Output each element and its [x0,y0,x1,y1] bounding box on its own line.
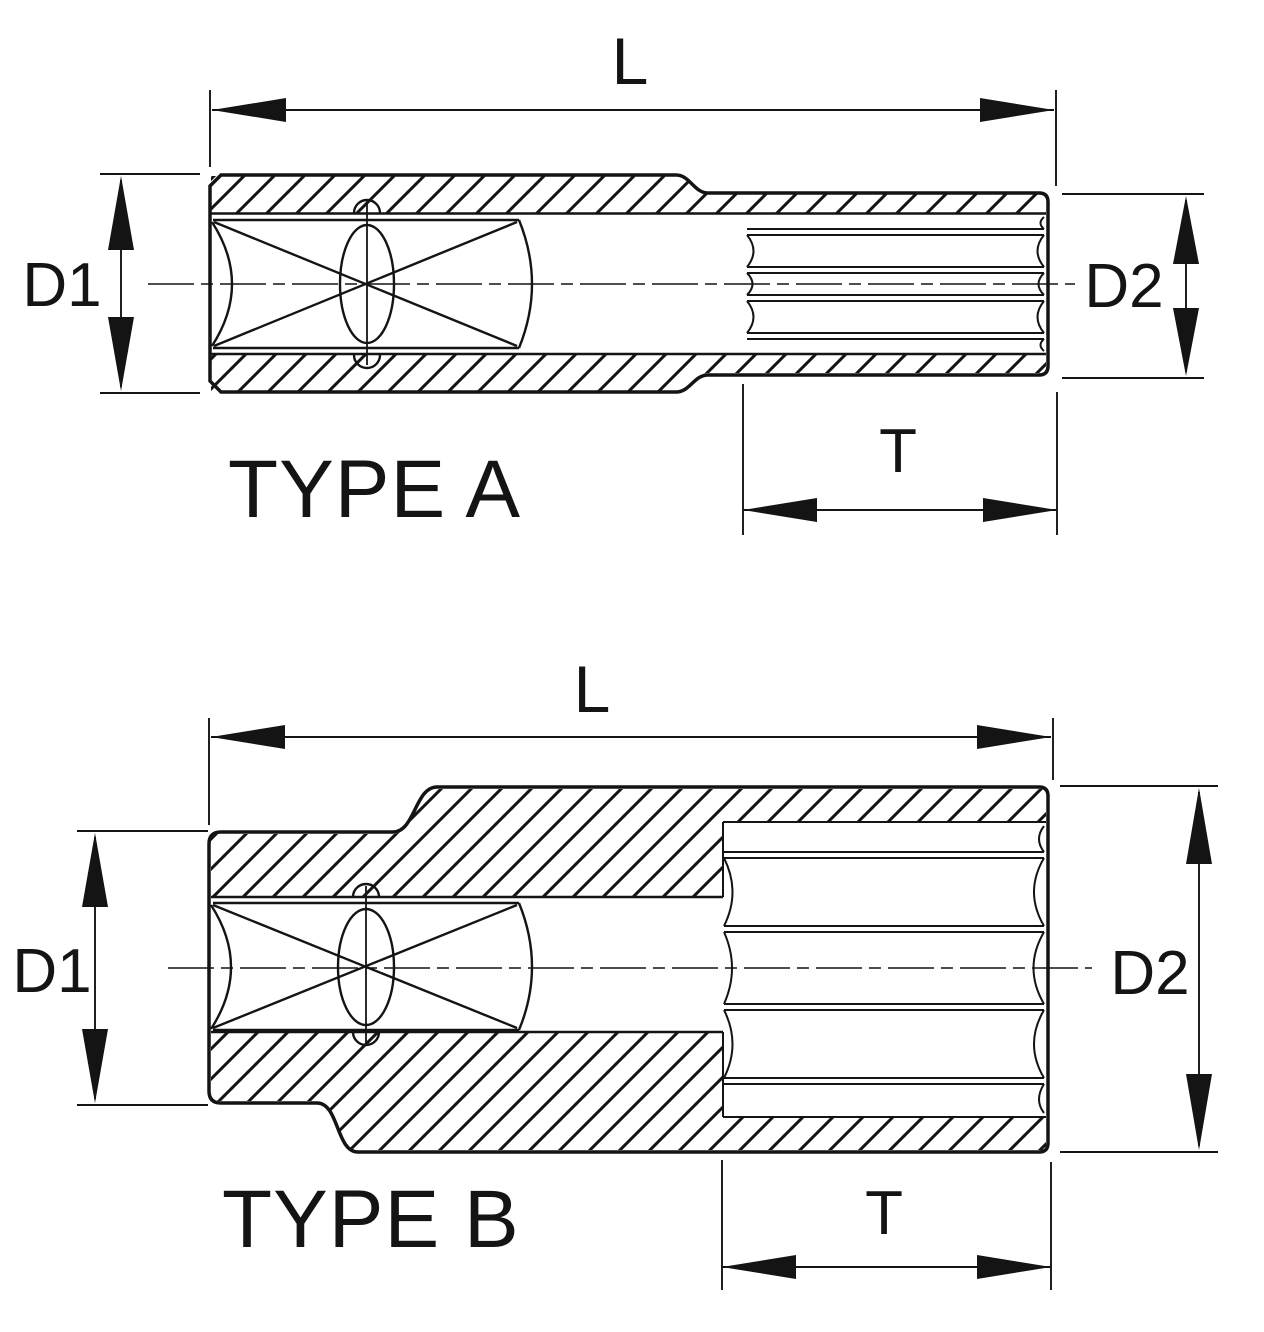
type-a-drive-cavity [210,198,534,370]
type-a-hatch-bottom-wall [211,353,1046,391]
type-a-dim-d1: D1 [22,173,200,394]
cavity-end-arc [517,902,534,1031]
type-b-dim-t: T [721,1160,1052,1290]
arrowhead-up [82,833,108,907]
detent-notch-top [352,198,382,214]
arrowhead-down [108,317,134,391]
arrowhead-down [82,1029,108,1103]
t-label: T [879,417,917,486]
type-a-bore [211,212,1046,356]
arrowhead-right [980,98,1054,122]
type-b-drawing: L D1 D2 T TYPE [12,652,1218,1290]
type-a-drawing: L D1 D2 T TYPE [22,24,1204,535]
cavity-mouth-arc [209,904,233,1030]
length-label: L [574,652,611,726]
arrowhead-up [108,176,134,250]
type-a-flutes [746,216,1045,352]
type-a-hatch-top-wall [211,176,1046,214]
type-a-dim-t: T [742,384,1058,535]
cavity-end-arc [517,219,534,349]
arrowhead-right [983,498,1057,522]
type-b-outline [207,785,1050,1154]
d2-label: D2 [1110,939,1189,1008]
arrowhead-up [1173,196,1199,264]
d1-label: D1 [12,937,91,1006]
arrowhead-left [743,498,817,522]
d1-label: D1 [22,251,101,320]
flute-left-scallops [723,857,734,1079]
cavity-diagonal-2 [213,220,518,348]
arrowhead-left [212,98,286,122]
arrowhead-left [722,1255,796,1279]
arrowhead-up [1186,788,1212,864]
arrowhead-left [211,725,285,749]
detent-notch-top [351,882,381,898]
detent-notch-bottom [352,354,382,370]
type-a-outline [208,173,1050,394]
type-b-dim-length: L [208,652,1054,825]
type-b-flutes [723,821,1046,1118]
arrowhead-down [1186,1074,1212,1150]
arrowhead-down [1173,308,1199,376]
type-b-hatch-top-wall [211,789,1046,897]
type-b-bore [211,822,724,1117]
flute-right-scallops [1036,216,1045,352]
detent-notch-bottom [351,1031,381,1047]
type-b-caption: TYPE B [222,1174,520,1265]
cavity-diagonal-2 [212,903,518,1030]
type-a-dim-d2: D2 [1062,193,1204,379]
type-b-drive-cavity [209,882,534,1047]
type-b-dim-d1: D1 [12,830,208,1106]
flute-right-scallops [1032,825,1045,1114]
d2-label: D2 [1084,252,1163,321]
type-b-hatch-bottom-wall [211,1032,1046,1150]
cavity-mouth-arc [210,221,234,347]
length-label: L [612,24,649,98]
t-label: T [865,1179,903,1248]
type-b-dim-d2: D2 [1060,785,1218,1153]
type-a-caption: TYPE A [228,444,521,535]
arrowhead-right [977,725,1051,749]
flute-left-scallops [746,234,755,334]
arrowhead-right [977,1255,1051,1279]
type-a-dim-length: L [209,24,1057,186]
